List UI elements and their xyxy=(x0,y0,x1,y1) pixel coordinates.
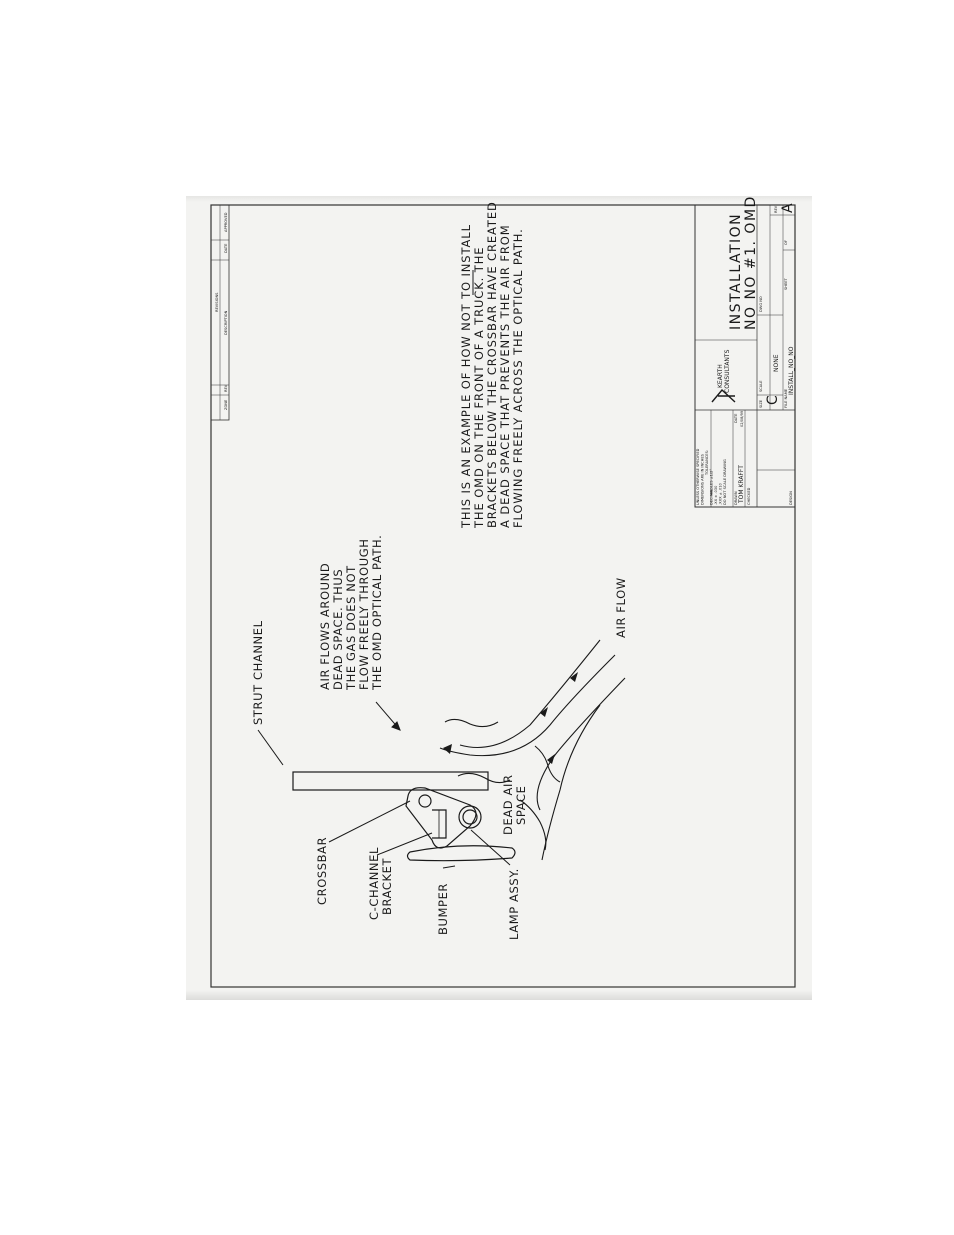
callout-line-4: FLOW FREELY THROUGH xyxy=(357,539,371,690)
tolerance-line-4: ANGLES ±1/2° xyxy=(710,469,714,495)
revision-header-description: DESCRIPTION xyxy=(224,310,228,335)
scan-edge-bottom xyxy=(186,990,812,1000)
tolerance-line-8: DO NOT SCALE DRAWING xyxy=(723,459,727,505)
label-dead-air-2: SPACE xyxy=(514,786,528,825)
drawing-title-line-2: NO NO #1. OMD xyxy=(743,195,759,330)
label-crossbar: CROSSBAR xyxy=(315,837,329,905)
installation-note: THIS IS AN EXAMPLE OF HOW NOT TO INSTALL… xyxy=(459,201,525,529)
label-dead-air-1: DEAD AIR xyxy=(501,774,515,835)
rev-value: A xyxy=(780,202,796,213)
of-label: OF xyxy=(784,240,788,245)
crossbar-bolt xyxy=(418,794,432,808)
file-name-label: FILE NAME xyxy=(784,388,788,408)
size-label: SIZE xyxy=(759,399,763,408)
revision-header-date: DATE xyxy=(224,243,228,253)
callout-line-5: THE OMD OPTICAL PATH. xyxy=(370,535,384,691)
note-line-5: FLOWING FREELY ACROSS THE OPTICAL PATH. xyxy=(511,228,525,528)
note-line-3: BRACKETS BELOW THE CROSSBAR HAVE CREATED xyxy=(485,201,499,528)
air-flow-lines xyxy=(439,639,626,861)
label-lamp-assy: LAMP ASSY. xyxy=(507,868,521,940)
tolerance-line-2: DIMENSIONS ARE IN INCHES xyxy=(701,453,705,505)
scale-value: NONE xyxy=(773,354,780,372)
sheet-label: SHEET xyxy=(784,277,788,290)
tolerance-line-1: UNLESS OTHERWISE SPECIFIED xyxy=(696,448,700,505)
lamp-assembly xyxy=(458,805,482,829)
checked-label: CHECKED xyxy=(747,487,751,505)
label-c-channel-2: BRACKET xyxy=(380,857,394,915)
company-name-line-1: KEARTH xyxy=(717,364,724,388)
dwg-no-label: DWG NO xyxy=(759,296,763,312)
revision-header-approved: APPROVED xyxy=(224,212,228,232)
label-strut-channel: STRUT CHANNEL xyxy=(251,620,265,725)
scale-label: SCALE xyxy=(759,380,763,392)
air-flow-callout: AIR FLOWS AROUND DEAD SPACE. THUS THE GA… xyxy=(318,535,384,691)
date-label: DATE xyxy=(734,413,738,423)
label-air-flow: AIR FLOW xyxy=(614,577,628,638)
drawn-label: DRAWN xyxy=(734,491,738,505)
rev-label: REV xyxy=(774,205,778,213)
scanned-sheet-background xyxy=(186,196,812,1000)
company-name-line-2: CONSULTANTS xyxy=(724,349,731,393)
tolerance-line-7: .XXX ± .010 xyxy=(719,482,723,505)
label-c-channel-1: C-CHANNEL xyxy=(367,847,381,920)
drawn-by: TOM KRAFFT xyxy=(738,465,745,504)
file-name-value: INSTALL_NO_NO xyxy=(788,346,795,395)
note-line-1: THIS IS AN EXAMPLE OF HOW NOT TO INSTALL xyxy=(459,224,473,529)
air-flow-arrowheads xyxy=(443,672,578,764)
revision-header-zone: ZONE xyxy=(224,399,228,410)
tolerance-line-5: DECIMAL xyxy=(710,489,714,505)
note-line-2: THE OMD ON THE FRONT OF A TRUCK. THE xyxy=(472,247,486,529)
tolerance-notes: UNLESS OTHERWISE SPECIFIED DIMENSIONS AR… xyxy=(696,448,727,505)
callout-line-3: THE GAS DOES NOT xyxy=(344,565,358,691)
title-block xyxy=(694,204,796,508)
drawing-title-line-1: INSTALLATION xyxy=(728,213,744,330)
drawing-border xyxy=(210,204,796,988)
scan-edge-top xyxy=(186,196,812,202)
revision-header-rev: REV xyxy=(224,384,228,392)
note-line-4: A DEAD SPACE THAT PREVENTS THE AIR FROM xyxy=(498,224,512,528)
callout-line-1: AIR FLOWS AROUND xyxy=(318,563,332,690)
crossbar-assembly xyxy=(405,787,482,849)
logo-mark xyxy=(711,388,736,403)
revision-table: ZONE REV DESCRIPTION DATE APPROVED REVIS… xyxy=(210,204,230,421)
size-value: C xyxy=(765,394,781,405)
bumper xyxy=(406,845,516,862)
design-label: DESIGN xyxy=(789,491,793,505)
company-logo: KEARTH CONSULTANTS xyxy=(711,349,736,403)
callout-line-2: DEAD SPACE. THUS xyxy=(331,569,345,690)
date-value: 02/08/99 xyxy=(740,410,744,427)
label-bumper: BUMPER xyxy=(436,883,450,935)
strut-channel xyxy=(292,771,489,791)
tolerance-line-6: .XX ± .030 xyxy=(714,485,718,505)
revision-group-label: REVISIONS xyxy=(215,292,219,312)
tolerance-line-3: TOLERANCES: xyxy=(705,450,709,476)
